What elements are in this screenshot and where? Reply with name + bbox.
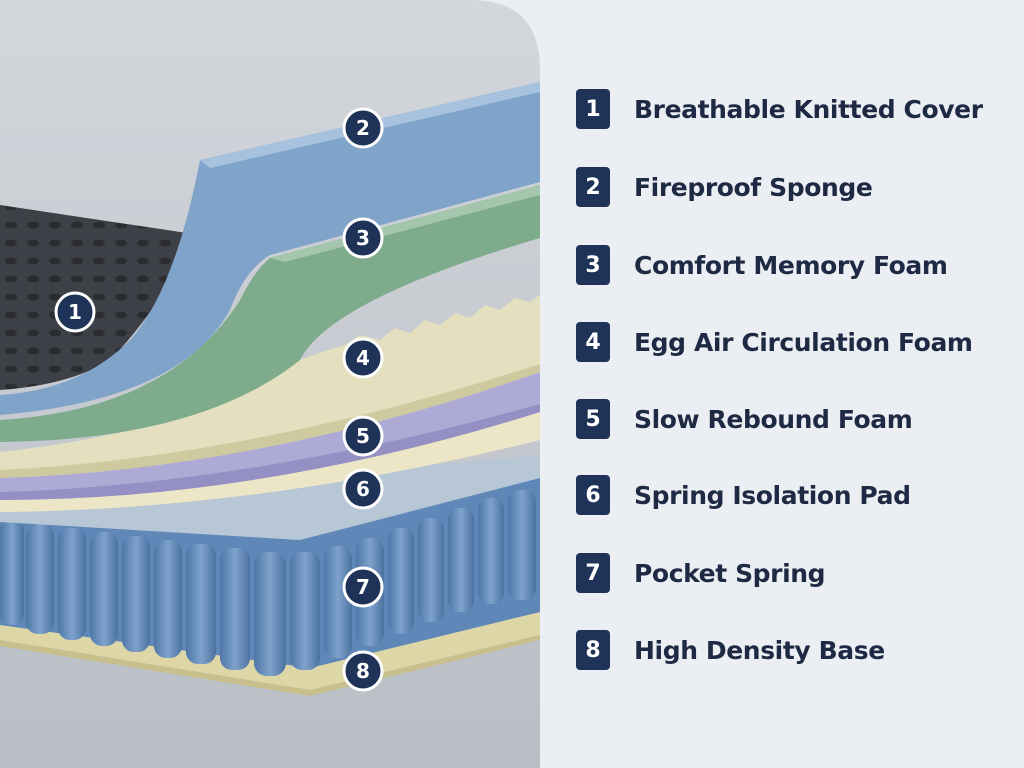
legend-item: 4 Egg Air Circulation Foam [576, 321, 973, 363]
marker-8: 8 [344, 652, 382, 690]
svg-text:2: 2 [356, 116, 370, 140]
legend-item: 5 Slow Rebound Foam [576, 398, 912, 440]
svg-text:5: 5 [356, 424, 370, 448]
layer-name: Fireproof Sponge [634, 173, 872, 202]
layer-number-badge: 6 [576, 475, 610, 515]
layer-name: Slow Rebound Foam [634, 405, 912, 434]
layer-number-badge: 1 [576, 89, 610, 129]
marker-2: 2 [344, 109, 382, 147]
layer-name: High Density Base [634, 636, 885, 665]
legend-item: 8 High Density Base [576, 629, 885, 671]
layer-name: Comfort Memory Foam [634, 251, 948, 280]
layer-name: Pocket Spring [634, 559, 825, 588]
layer-name: Spring Isolation Pad [634, 481, 911, 510]
legend-item: 3 Comfort Memory Foam [576, 244, 948, 286]
svg-text:8: 8 [356, 659, 370, 683]
layer-number-badge: 5 [576, 399, 610, 439]
svg-text:6: 6 [356, 477, 370, 501]
layer-number-badge: 7 [576, 553, 610, 593]
svg-text:1: 1 [68, 300, 82, 324]
layer-name: Breathable Knitted Cover [634, 95, 983, 124]
layer-number-badge: 3 [576, 245, 610, 285]
marker-5: 5 [344, 417, 382, 455]
svg-text:7: 7 [356, 575, 370, 599]
marker-4: 4 [344, 339, 382, 377]
svg-text:3: 3 [356, 226, 370, 250]
layer-number-badge: 8 [576, 630, 610, 670]
layer-name: Egg Air Circulation Foam [634, 328, 973, 357]
marker-7: 7 [344, 568, 382, 606]
legend-item: 6 Spring Isolation Pad [576, 474, 911, 516]
legend-item: 1 Breathable Knitted Cover [576, 88, 983, 130]
layer-number-badge: 2 [576, 167, 610, 207]
layer-number-badge: 4 [576, 322, 610, 362]
marker-6: 6 [344, 470, 382, 508]
legend-item: 7 Pocket Spring [576, 552, 825, 594]
svg-text:4: 4 [356, 346, 370, 370]
legend-item: 2 Fireproof Sponge [576, 166, 872, 208]
marker-3: 3 [344, 219, 382, 257]
marker-1: 1 [56, 293, 94, 331]
